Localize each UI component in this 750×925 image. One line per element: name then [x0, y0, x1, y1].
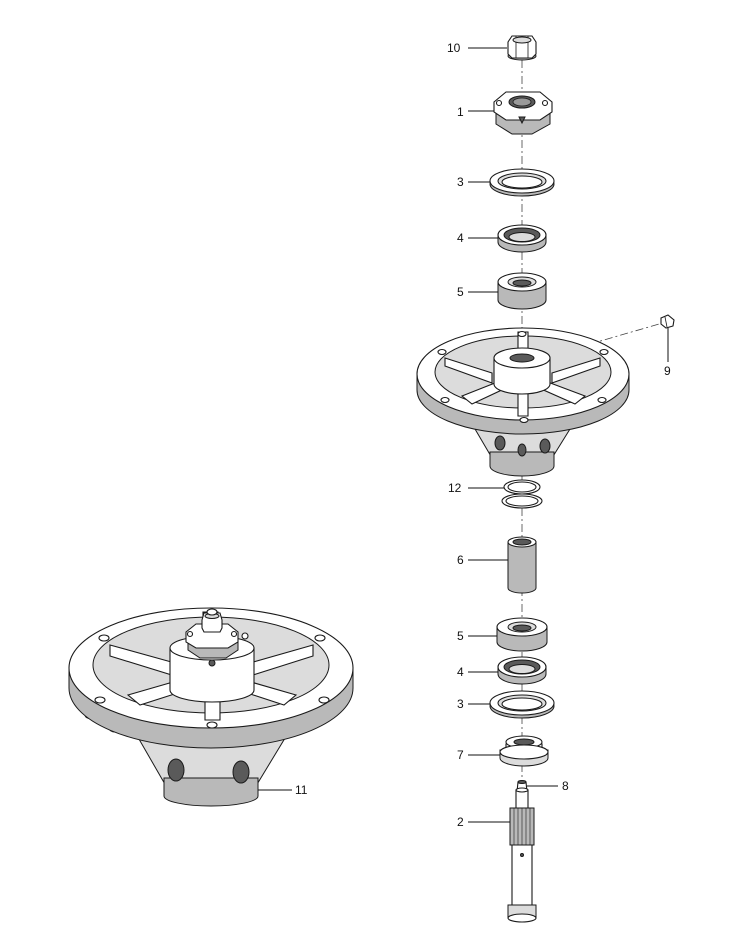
part-1-pulley-hub: [493, 91, 553, 135]
spindle-housing: [416, 327, 630, 477]
part-12-retaining-ring: [501, 479, 543, 509]
part-9-grease-fitting: [660, 314, 675, 329]
callout-3-bottom: 3: [457, 697, 464, 711]
callout-3-top: 3: [457, 175, 464, 189]
part-2-spindle-shaft: [507, 787, 537, 923]
part-4-seal-bottom: [497, 656, 547, 685]
leader-lines: [258, 47, 669, 823]
callout-8: 8: [562, 779, 569, 793]
callout-5-top: 5: [457, 285, 464, 299]
part-5-bearing-bottom: [496, 617, 548, 652]
callout-7: 7: [457, 748, 464, 762]
callout-2: 2: [457, 815, 464, 829]
callout-5-bottom: 5: [457, 629, 464, 643]
part-7-bottom-cap: [499, 735, 549, 767]
callout-6: 6: [457, 553, 464, 567]
callout-9: 9: [664, 364, 671, 378]
callout-1: 1: [457, 105, 464, 119]
part-11-spindle-assembly: [68, 607, 354, 807]
part-5-bearing-top: [497, 272, 547, 310]
part-3-seal-top: [489, 168, 555, 197]
part-10-hex-nut: [507, 35, 537, 61]
part-6-spacer-tube: [507, 536, 537, 594]
callout-11: 11: [295, 783, 308, 797]
part-3-seal-bottom: [489, 690, 555, 719]
part-4-seal-top: [497, 224, 547, 253]
callout-12: 12: [448, 481, 462, 495]
callout-4-bottom: 4: [457, 665, 464, 679]
callout-4-top: 4: [457, 231, 464, 245]
callout-10: 10: [447, 41, 461, 55]
